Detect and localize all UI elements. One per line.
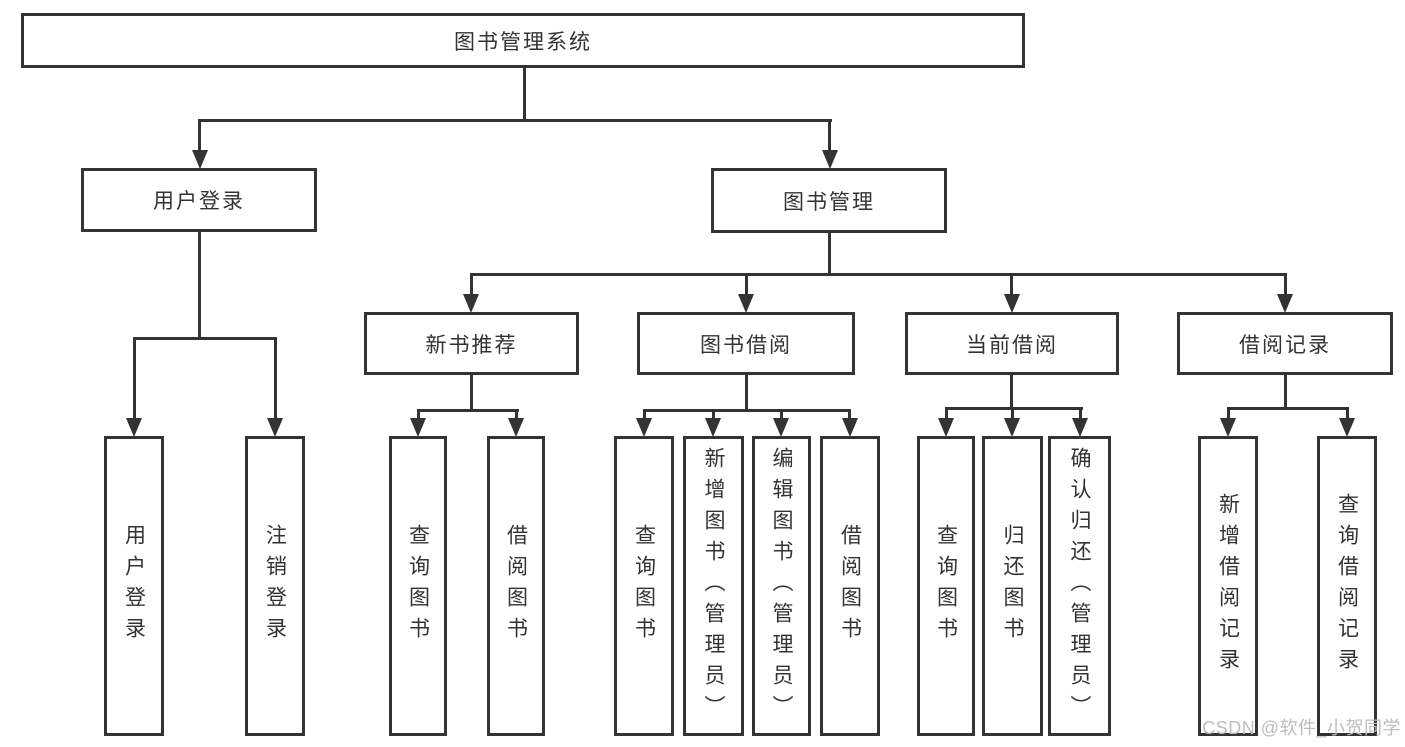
arrowhead-to-book-borrow-icon bbox=[738, 294, 754, 313]
leaf-br-add-record-label: 新增借阅记录 bbox=[1216, 493, 1240, 679]
arrowhead-to-borrow-records-icon bbox=[1277, 294, 1293, 313]
arrowhead-cb-leaf3-icon bbox=[1072, 418, 1088, 437]
leaf-nb-query-books-label: 查询图书 bbox=[406, 524, 430, 648]
connector-bb-leaf2 bbox=[712, 409, 715, 420]
leaf-br-add-record: 新增借阅记录 bbox=[1198, 436, 1258, 736]
arrowhead-to-current-borrow-icon bbox=[1004, 294, 1020, 313]
leaf-bb-query-books: 查询图书 bbox=[614, 436, 674, 736]
leaf-user-login: 用户登录 bbox=[104, 436, 164, 736]
connector-to-current-borrow bbox=[1010, 273, 1013, 296]
connector-to-borrow-records bbox=[1284, 273, 1287, 296]
connector-bb-leaf1 bbox=[643, 409, 646, 420]
csdn-watermark: CSDN @软件_小贺同学 bbox=[1202, 718, 1401, 738]
node-book-borrow-label: 图书借阅 bbox=[700, 333, 792, 357]
arrowhead-bb-leaf3-icon bbox=[773, 418, 789, 437]
connector-new-book-bar bbox=[417, 409, 519, 412]
arrowhead-nb-leaf2-icon bbox=[508, 418, 524, 437]
leaf-cb-query-books-label: 查询图书 bbox=[934, 524, 958, 648]
leaf-br-query-record: 查询借阅记录 bbox=[1317, 436, 1377, 736]
arrowhead-to-leaf-user-login-icon bbox=[126, 418, 142, 437]
connector-nb-leaf1 bbox=[417, 409, 420, 420]
leaf-bb-borrow-books: 借阅图书 bbox=[820, 436, 880, 736]
connector-level3-bar bbox=[470, 273, 1287, 276]
leaf-br-query-record-label: 查询借阅记录 bbox=[1335, 493, 1359, 679]
arrowhead-br-leaf2-icon bbox=[1339, 418, 1355, 437]
leaf-nb-borrow-books-label: 借阅图书 bbox=[504, 524, 528, 648]
arrowhead-cb-leaf2-icon bbox=[1004, 418, 1020, 437]
leaf-bb-edit-books-admin-label: 编辑图书（管理员） bbox=[770, 446, 793, 726]
connector-root-drop bbox=[523, 68, 526, 120]
connector-to-book-management bbox=[828, 119, 831, 152]
leaf-bb-borrow-books-label: 借阅图书 bbox=[838, 524, 862, 648]
arrowhead-br-leaf1-icon bbox=[1220, 418, 1236, 437]
leaf-cb-return-books-label: 归还图书 bbox=[1001, 524, 1024, 648]
leaf-bb-edit-books-admin: 编辑图书（管理员） bbox=[752, 436, 811, 736]
connector-level2-bar bbox=[199, 119, 832, 122]
leaf-logout-label: 注销登录 bbox=[263, 524, 287, 648]
arrowhead-bb-leaf1-icon bbox=[636, 418, 652, 437]
arrowhead-cb-leaf1-icon bbox=[938, 418, 954, 437]
connector-new-book-drop bbox=[470, 375, 473, 409]
leaf-cb-return-books: 归还图书 bbox=[982, 436, 1043, 736]
connector-current-borrow-bar bbox=[945, 407, 1083, 410]
connector-cb-leaf1 bbox=[945, 407, 948, 420]
connector-to-book-borrow bbox=[745, 273, 748, 296]
arrowhead-to-book-management-icon bbox=[822, 150, 838, 169]
node-borrow-records: 借阅记录 bbox=[1177, 312, 1393, 375]
leaf-cb-query-books: 查询图书 bbox=[917, 436, 975, 736]
leaf-bb-add-books-admin-label: 新增图书（管理员） bbox=[702, 446, 725, 726]
connector-cb-leaf3 bbox=[1079, 407, 1082, 420]
arrowhead-to-leaf-logout-icon bbox=[267, 418, 283, 437]
arrowhead-nb-leaf1-icon bbox=[410, 418, 426, 437]
leaf-logout: 注销登录 bbox=[245, 436, 305, 736]
arrowhead-to-new-book-icon bbox=[463, 294, 479, 313]
connector-borrow-records-drop bbox=[1284, 375, 1287, 407]
node-user-login-label: 用户登录 bbox=[153, 190, 245, 213]
arrowhead-bb-leaf4-icon bbox=[842, 418, 858, 437]
connector-bb-leaf3 bbox=[780, 409, 783, 420]
connector-to-new-book bbox=[470, 273, 473, 296]
connector-user-login-drop bbox=[198, 232, 201, 337]
leaf-bb-query-books-label: 查询图书 bbox=[632, 524, 656, 648]
leaf-nb-query-books: 查询图书 bbox=[389, 436, 447, 736]
node-library-system-label: 图书管理系统 bbox=[454, 30, 592, 54]
connector-current-borrow-drop bbox=[1010, 375, 1013, 407]
connector-borrow-records-bar bbox=[1227, 407, 1348, 410]
node-current-borrow-label: 当前借阅 bbox=[966, 333, 1058, 357]
node-book-management: 图书管理 bbox=[711, 168, 947, 233]
connector-br-leaf2 bbox=[1346, 407, 1349, 420]
connector-to-leaf-logout bbox=[274, 337, 277, 420]
connector-nb-leaf2 bbox=[515, 409, 518, 420]
node-user-login: 用户登录 bbox=[81, 168, 317, 232]
node-borrow-records-label: 借阅记录 bbox=[1239, 333, 1331, 357]
arrowhead-to-user-login-icon bbox=[192, 150, 208, 169]
connector-br-leaf1 bbox=[1227, 407, 1230, 420]
leaf-nb-borrow-books: 借阅图书 bbox=[487, 436, 545, 736]
connector-to-user-login bbox=[198, 119, 201, 152]
connector-to-leaf-user-login bbox=[133, 337, 136, 420]
leaf-cb-confirm-return-admin-label: 确认归还（管理员） bbox=[1068, 446, 1091, 726]
node-current-borrow: 当前借阅 bbox=[905, 312, 1119, 375]
node-new-book-recommend-label: 新书推荐 bbox=[425, 333, 518, 357]
node-book-management-label: 图书管理 bbox=[783, 190, 875, 214]
node-library-system: 图书管理系统 bbox=[21, 13, 1025, 68]
leaf-bb-add-books-admin: 新增图书（管理员） bbox=[683, 436, 744, 736]
connector-book-management-drop bbox=[828, 233, 831, 273]
arrowhead-bb-leaf2-icon bbox=[705, 418, 721, 437]
node-book-borrow: 图书借阅 bbox=[637, 312, 855, 375]
connector-cb-leaf2 bbox=[1011, 407, 1014, 420]
connector-user-login-bar bbox=[133, 337, 277, 340]
leaf-user-login-label: 用户登录 bbox=[122, 524, 146, 648]
leaf-cb-confirm-return-admin: 确认归还（管理员） bbox=[1048, 436, 1111, 736]
connector-bb-leaf4 bbox=[848, 409, 851, 420]
connector-book-borrow-bar bbox=[643, 409, 851, 412]
node-new-book-recommend: 新书推荐 bbox=[364, 312, 579, 375]
connector-book-borrow-drop bbox=[745, 375, 748, 409]
